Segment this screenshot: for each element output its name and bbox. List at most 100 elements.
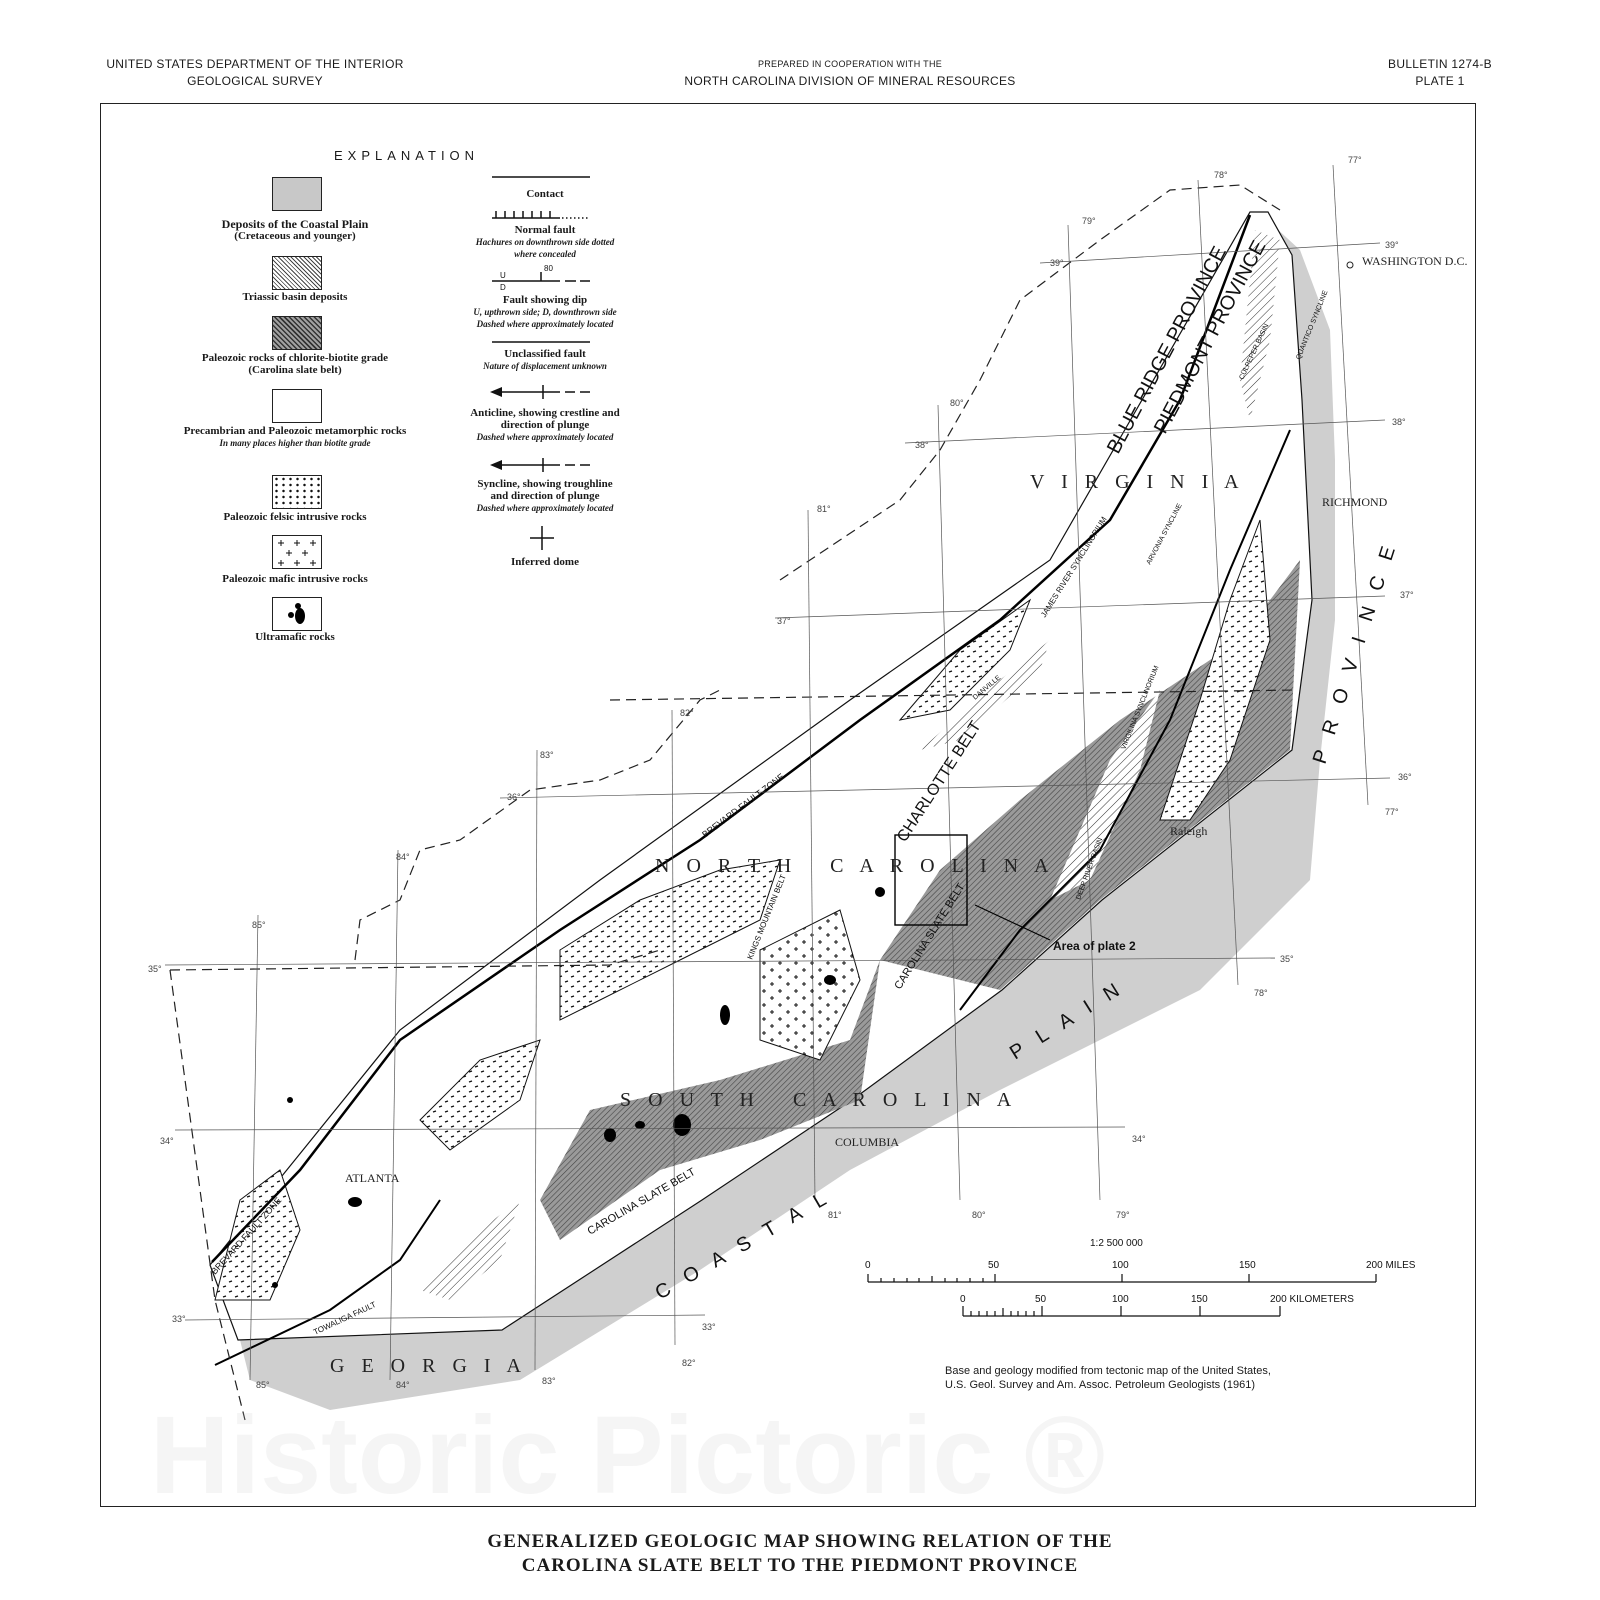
lat-label: 37°	[1400, 590, 1414, 600]
brevard-fault	[211, 214, 1252, 1263]
legend-label: Paleozoic rocks of chlorite-biotite grad…	[201, 352, 389, 364]
survey-name: GEOLOGICAL SURVEY	[187, 74, 323, 88]
legend-sublabel: (Carolina slate belt)	[248, 364, 342, 376]
slate-belt-area-south	[540, 960, 880, 1240]
felsic-intrusive-va	[898, 598, 1032, 721]
scale-ratio: 1:2 500 000	[1090, 1238, 1143, 1249]
legend-label: Fault showing dip	[502, 294, 588, 306]
legend-item-ultramafic: Ultramafic rocks	[170, 631, 420, 643]
ultramafic-blob-icon	[288, 603, 305, 624]
lat-label: 38°	[1392, 417, 1406, 427]
agency-name: UNITED STATES DEPARTMENT OF THE INTERIOR	[106, 57, 404, 71]
swatch-ultramafic	[272, 597, 322, 631]
scale-km-label: 100	[1112, 1294, 1129, 1305]
lat-label: 37°	[777, 616, 791, 626]
slate-belt-area	[880, 560, 1300, 990]
swatch-triassic	[272, 256, 322, 290]
legend-unclassified-fault: Unclassified fault Nature of displacemen…	[440, 348, 650, 372]
legend-note: U, upthrown side; D, downthrown side	[473, 307, 617, 317]
legend-normal-fault: Normal fault Hachures on downthrown side…	[440, 224, 650, 260]
lon-label: 79°	[1082, 216, 1096, 226]
legend-note: Hachures on downthrown side dotted where…	[475, 237, 615, 259]
legend-label: Triassic basin deposits	[242, 291, 348, 303]
anticline-symbol	[495, 385, 590, 399]
credit-line: Base and geology modified from tectonic …	[945, 1365, 1271, 1377]
plate-title: GENERALIZED GEOLOGIC MAP SHOWING RELATIO…	[0, 1530, 1600, 1578]
legend-label: Syncline, showing troughline and directi…	[477, 478, 613, 502]
source-credit: Base and geology modified from tectonic …	[945, 1364, 1271, 1392]
lon-label: 83°	[540, 750, 554, 760]
scale-km-label: 150	[1191, 1294, 1208, 1305]
legend-item-metamorphic: Precambrian and Paleozoic metamorphic ro…	[170, 425, 420, 449]
swatch-felsic	[272, 475, 322, 509]
lon-label: 77°	[1348, 155, 1362, 165]
lat-label: 39°	[1050, 258, 1064, 268]
map-frame	[100, 103, 1476, 1507]
coastal-plain-unit	[240, 215, 1335, 1410]
legend-note: Nature of displacement unknown	[483, 361, 607, 371]
triassic-basin-sc	[420, 1200, 520, 1300]
legend-label: Deposits of the Coastal Plain	[221, 217, 369, 231]
scale-bar-km	[962, 1306, 1281, 1317]
dip-value: 80	[544, 264, 553, 273]
lon-label: 85°	[256, 1380, 270, 1390]
legend-label: Anticline, showing crestline and directi…	[470, 407, 620, 431]
plate-2-label: Area of plate 2	[1053, 939, 1136, 953]
lat-label: 39°	[1385, 240, 1399, 250]
legend-fault-dip: Fault showing dip U, upthrown side; D, d…	[440, 294, 650, 330]
swatch-coastal-plain	[272, 177, 322, 211]
lon-label: 84°	[396, 852, 410, 862]
syncline-symbol	[495, 458, 590, 472]
lon-label: 83°	[542, 1376, 556, 1386]
city-label-richmond: RICHMOND	[1322, 495, 1388, 509]
cooperation-note: PREPARED IN COOPERATION WITH THE	[757, 59, 943, 69]
lat-label: 33°	[172, 1314, 186, 1324]
plate-2-area-box[interactable]	[894, 834, 968, 926]
bulletin-number: BULLETIN 1274-B	[1388, 57, 1492, 71]
dip-u: U	[500, 271, 506, 280]
lon-label: 80°	[950, 398, 964, 408]
legend-item-mafic: Paleozoic mafic intrusive rocks	[170, 573, 420, 585]
felsic-intrusive-sw	[214, 1169, 301, 1301]
towaliga-fault	[214, 1199, 441, 1366]
scale-km-label: 50	[1035, 1294, 1047, 1305]
watermark: Historic Pictoric ®	[150, 1394, 1106, 1517]
ultramafic-bodies	[272, 887, 885, 1288]
legend-note: Dashed where approximately located	[476, 503, 614, 513]
cooperation-header: PREPARED IN COOPERATION WITH THE NORTH C…	[650, 56, 1050, 90]
legend-item-triassic: Triassic basin deposits	[170, 291, 420, 303]
legend-sublabel: In many places higher than biotite grade	[219, 438, 371, 448]
scale-km-label: 0	[960, 1294, 966, 1305]
lon-label: 81°	[828, 1210, 842, 1220]
lon-label: 84°	[396, 1380, 410, 1390]
culpeper-basin	[1240, 230, 1280, 420]
city-label-raleigh: Raleigh	[1170, 824, 1207, 838]
lon-label: 81°	[817, 504, 831, 514]
legend-sublabel: (Cretaceous and younger)	[234, 230, 356, 242]
felsic-intrusive-sc	[419, 1039, 541, 1151]
lon-label: 80°	[972, 1210, 986, 1220]
lat-label: 35°	[148, 964, 162, 974]
legend-label: Paleozoic felsic intrusive rocks	[223, 511, 367, 523]
state-boundaries	[169, 184, 1296, 1421]
mafic-intrusive	[759, 909, 861, 1061]
swatch-slate-belt	[272, 316, 322, 350]
legend-inferred-dome: Inferred dome	[440, 556, 650, 568]
lon-label: 85°	[252, 920, 266, 930]
legend-symbols	[492, 176, 590, 550]
lat-label: 36°	[1398, 772, 1412, 782]
slate-belt-fault	[959, 429, 1291, 1011]
legend-label: Contact	[526, 188, 564, 200]
legend-label: Paleozoic mafic intrusive rocks	[222, 573, 368, 585]
legend-label: Ultramafic rocks	[255, 631, 335, 643]
lat-label: 34°	[160, 1136, 174, 1146]
city-label-atlanta: ATLANTA	[345, 1171, 400, 1185]
state-label-south-carolina: S O U T H C A R O L I N A	[620, 1089, 1017, 1111]
scale-mile-label: 200 MILES	[1366, 1260, 1416, 1271]
felsic-intrusive-central	[559, 859, 781, 1021]
legend-syncline: Syncline, showing troughline and directi…	[440, 478, 650, 514]
dip-d: D	[500, 283, 506, 292]
legend-label: Normal fault	[514, 224, 576, 236]
credit-line: U.S. Geol. Survey and Am. Assoc. Petrole…	[945, 1379, 1255, 1391]
